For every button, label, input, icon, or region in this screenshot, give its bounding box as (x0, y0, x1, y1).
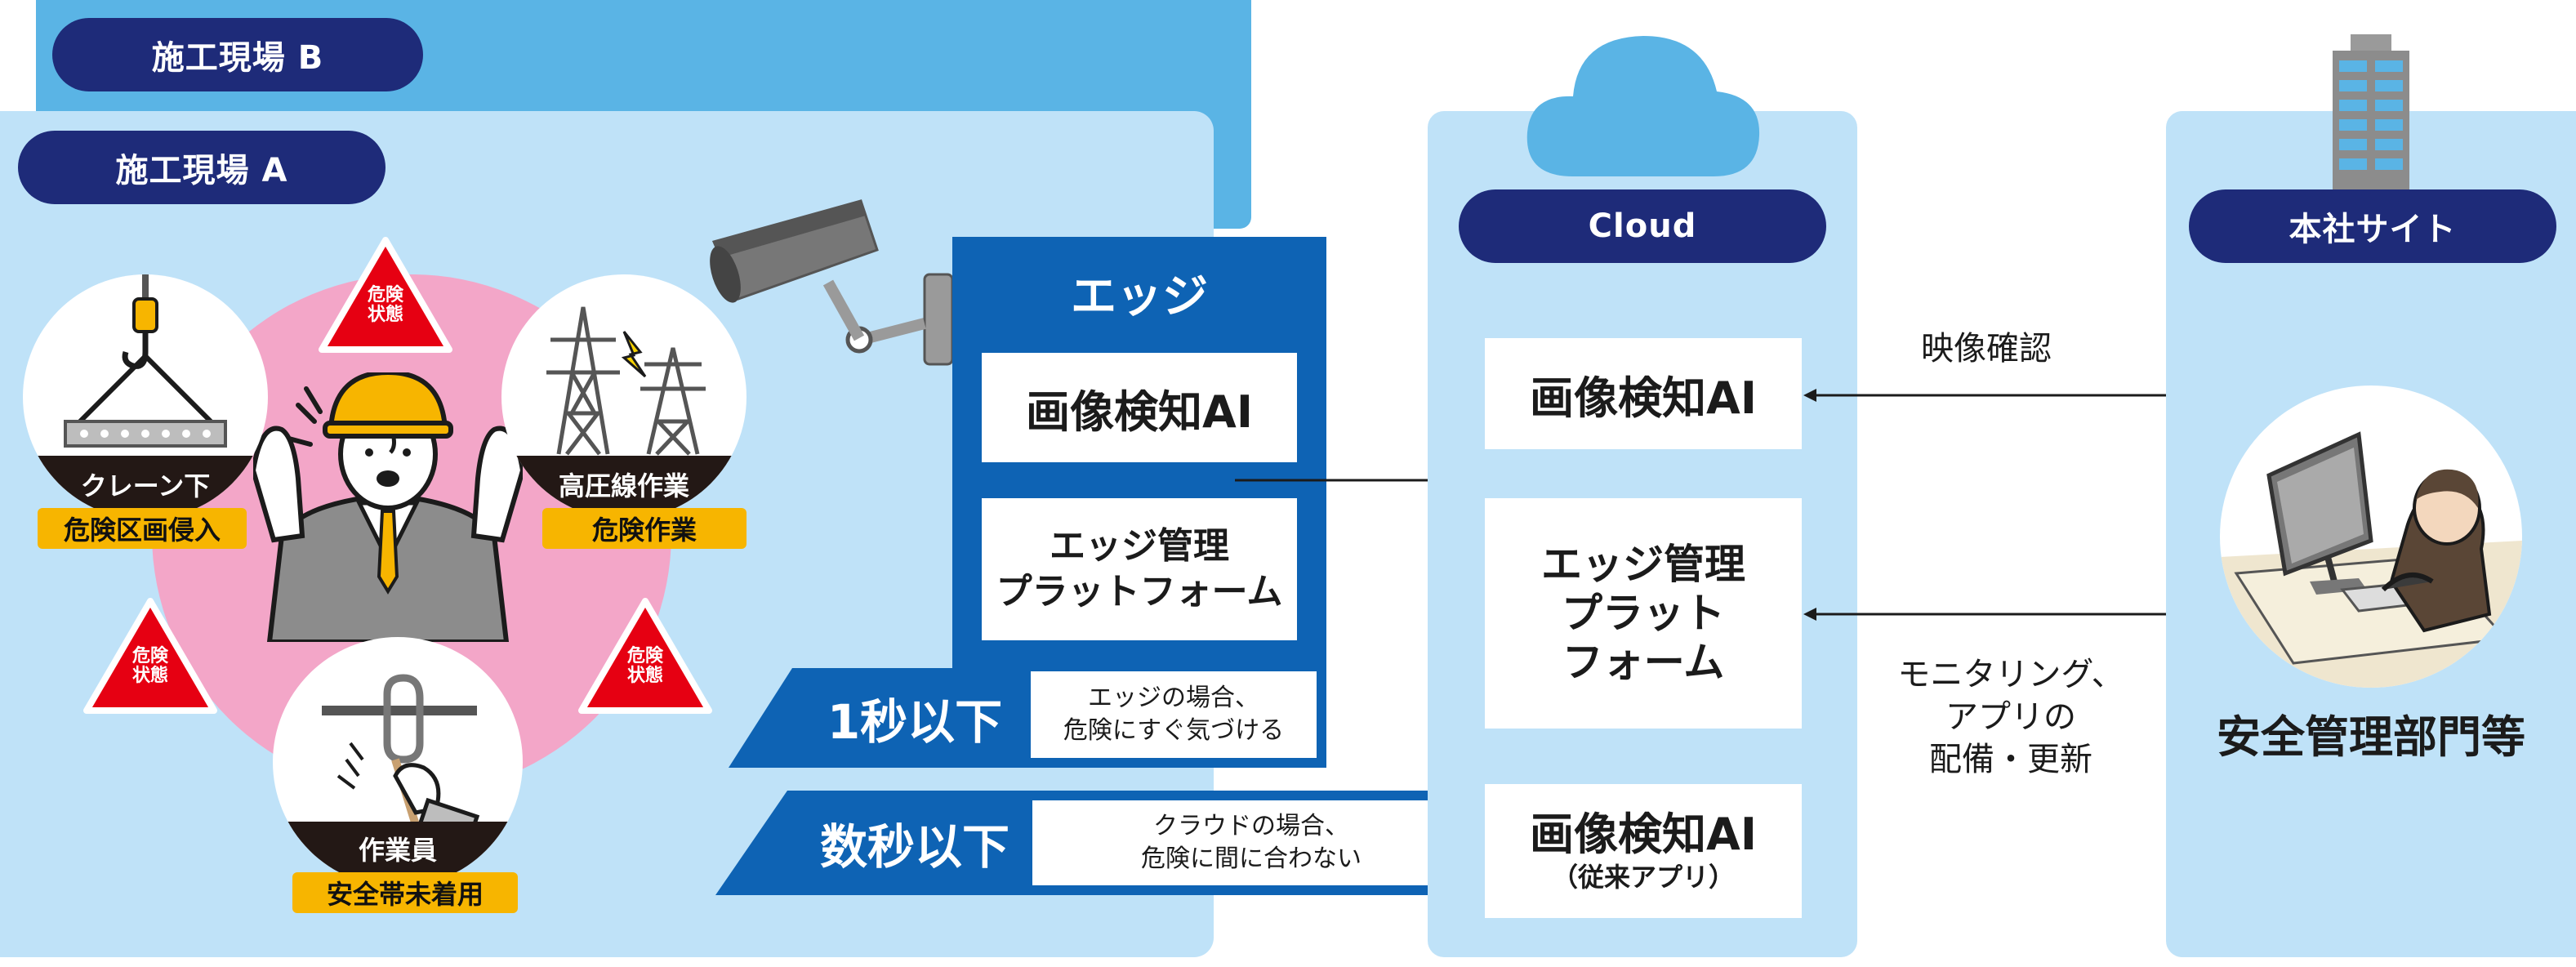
monitoring-arrow (1803, 608, 2166, 621)
power-hazard-tag: 危険作業 (542, 508, 747, 549)
edge-speed-label: 1秒以下 (827, 694, 1003, 750)
site-a-label: 施工現場 A (18, 131, 386, 204)
harness-hazard-title: 作業員 (358, 835, 437, 866)
operator-circle (2220, 385, 2522, 688)
edge-speed-note: エッジの場合、 危険にすぐ気づける (1031, 671, 1317, 758)
harness-hazard-circle (273, 637, 523, 887)
edge-platform-box: エッジ管理 プラットフォーム (982, 498, 1297, 640)
site-b-label: 施工現場 B (52, 18, 423, 91)
warning-label-top: 危険 状態 (367, 285, 403, 325)
harness-hazard-tag: 安全帯未着用 (292, 872, 518, 913)
warning-triangle-icon (83, 598, 217, 714)
cloud-label: Cloud (1459, 189, 1826, 263)
power-hazard-title: 高圧線作業 (558, 470, 689, 501)
crane-hazard-title: クレーン下 (80, 470, 211, 501)
cloud-speed-note: クラウドの場合、 危険に間に合わない (1032, 800, 1470, 885)
cloud-ai-box: 画像検知AI (1485, 338, 1802, 449)
worker-warning-icon (253, 372, 523, 642)
warning-label-right: 危険 状態 (626, 646, 663, 686)
warning-triangle-icon (578, 598, 712, 714)
cloud-speed-label: 数秒以下 (819, 819, 1009, 875)
office-building-icon (2333, 34, 2409, 191)
cloud-legacy-title: 画像検知AI (1530, 809, 1757, 860)
hq-label: 本社サイト (2189, 189, 2556, 263)
security-camera-icon (710, 199, 954, 366)
cloud-platform-box: エッジ管理 プラット フォーム (1485, 498, 1802, 729)
hq-dept-label: 安全管理部門等 (2217, 711, 2525, 763)
cloud-legacy-box: 画像検知AI （従来アプリ） (1485, 784, 1802, 918)
crane-hazard-tag: 危険区画侵入 (38, 508, 247, 549)
edge-title: エッジ (1071, 270, 1208, 323)
edge-ai-box: 画像検知AI (982, 353, 1297, 462)
monitoring-label: モニタリング、 アプリの 配備・更新 (1897, 656, 2124, 778)
cloud-legacy-sub: （従来アプリ） (1551, 862, 1735, 893)
operator-desk-icon (2220, 431, 2522, 688)
video-check-arrow (1803, 389, 2166, 402)
cloud-icon (1526, 36, 1760, 176)
video-check-label: 映像確認 (1921, 330, 2052, 368)
warning-triangle-icon (319, 237, 452, 353)
warning-label-left: 危険 状態 (131, 646, 168, 686)
